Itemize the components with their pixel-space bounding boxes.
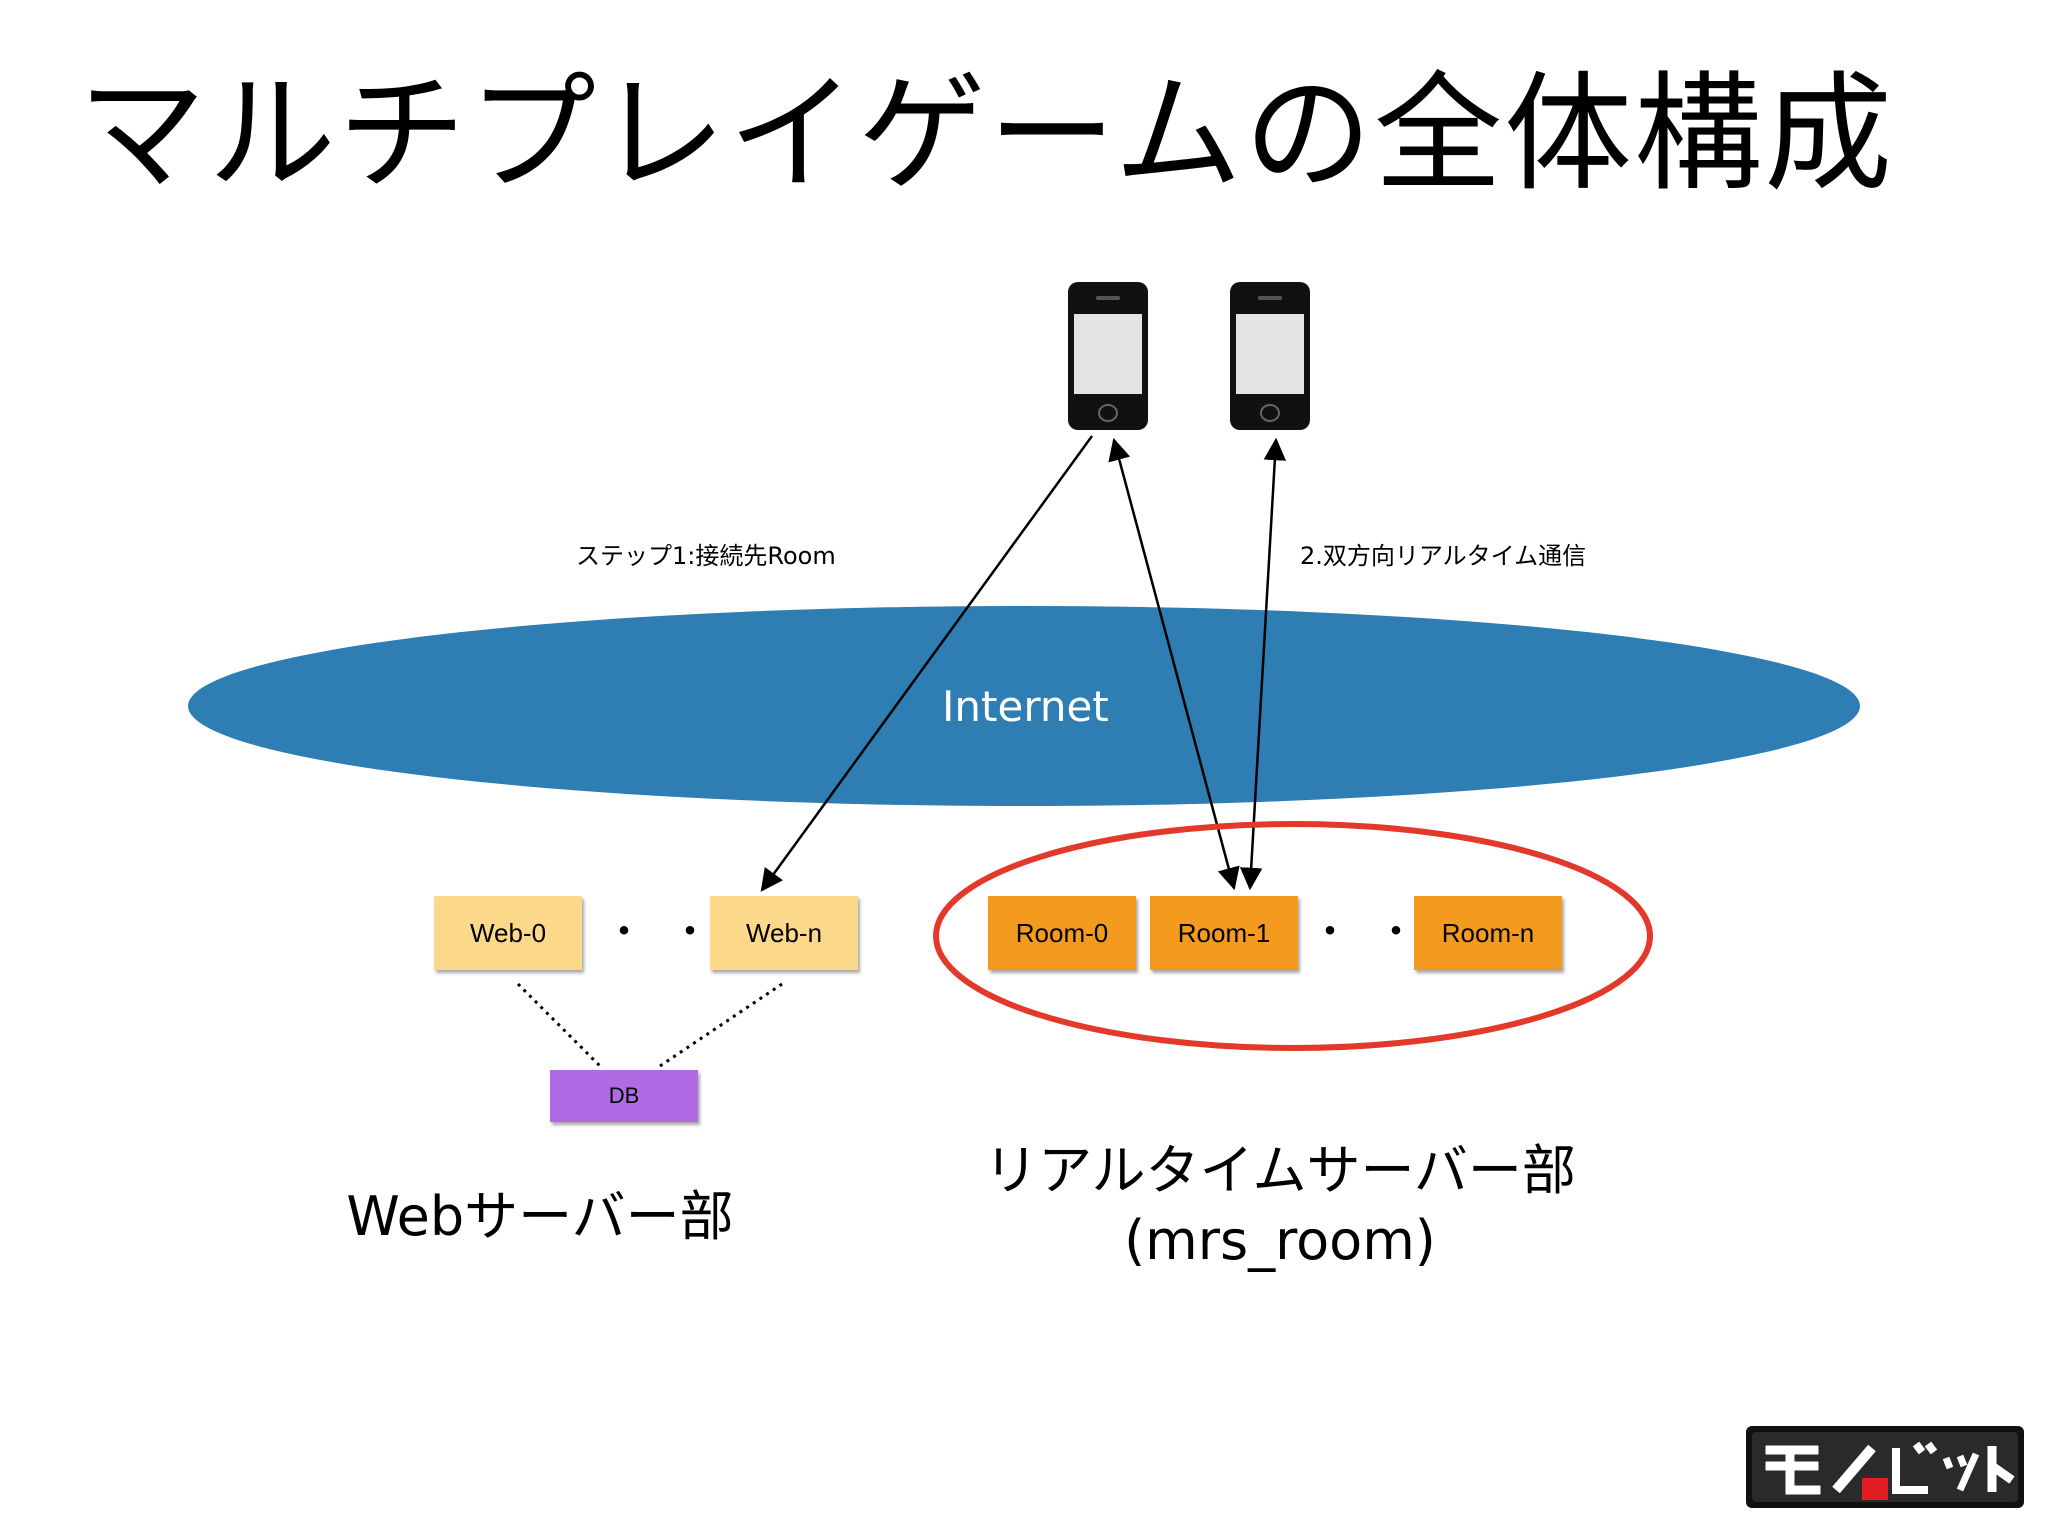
step2-label: 2.双方向リアルタイム通信 xyxy=(1300,542,1587,570)
db-box: DB xyxy=(550,1070,698,1122)
web-section-label: Webサーバー部 xyxy=(346,1185,734,1248)
step1-arrow xyxy=(760,435,1094,892)
realtime-section-label: リアルタイムサーバー部 (mrs_room) xyxy=(920,1136,1640,1276)
step1-label: ステップ1:接続先Room xyxy=(576,542,836,570)
realtime-highlight-ring xyxy=(933,821,1653,1051)
internet-label: Internet xyxy=(942,682,1109,731)
db-link xyxy=(659,982,783,1068)
smartphone-icon xyxy=(1230,282,1310,430)
web-server-box: Web-0 xyxy=(434,896,582,970)
room-server-box: Room-0 xyxy=(988,896,1136,970)
web-server-box: Web-n xyxy=(710,896,858,970)
page-title: マルチプレイゲームの全体構成 xyxy=(78,60,1895,209)
realtime-arrow-1 xyxy=(1108,437,1240,891)
monobit-logo xyxy=(1746,1426,2024,1508)
room-server-box: Room-n xyxy=(1414,896,1562,970)
db-link xyxy=(516,982,604,1070)
realtime-arrow-2 xyxy=(1239,437,1287,891)
realtime-section-title: リアルタイムサーバー部 xyxy=(984,1139,1576,1202)
internet-cloud xyxy=(188,606,1860,806)
room-server-box: Room-1 xyxy=(1150,896,1298,970)
smartphone-icon xyxy=(1068,282,1148,430)
realtime-section-subtitle: (mrs_room) xyxy=(1124,1209,1436,1272)
